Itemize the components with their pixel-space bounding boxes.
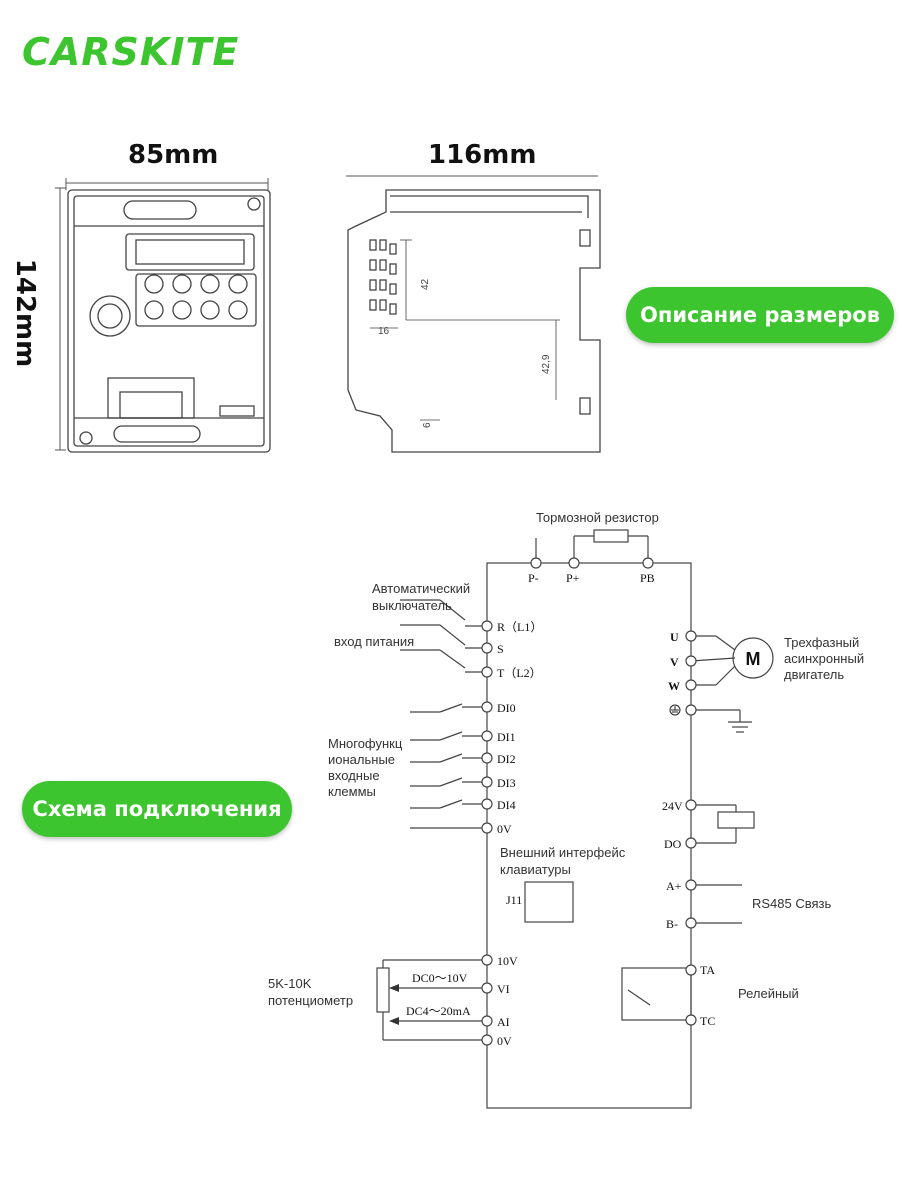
mark-16: 16 [378,326,390,337]
keyboard-port-box [524,881,574,923]
width-dimension: 85mm [128,140,219,170]
terminal-w: W [668,679,680,693]
terminal-vi: VI [497,982,510,996]
terminal-di0: DI0 [497,701,516,715]
rs485-label: RS485 Связь [752,896,832,911]
terminal-0v-analog: 0V [497,1034,512,1048]
mark-42: 42 [420,278,431,290]
terminal-di1: DI1 [497,730,516,744]
terminal-0v-digital: 0V [497,822,512,836]
multifunction-label-1: Многофункц [328,736,403,751]
brand-logo-text: CARSKITE [22,30,240,74]
wiring-diagram-pill: Схема подключения [22,781,292,837]
terminal-s: S [497,642,504,656]
terminal-di3: DI3 [497,776,516,790]
side-view-drawing [347,189,601,453]
terminal-di4: DI4 [497,798,516,812]
motor-symbol-label: M [746,649,761,669]
potentiometer-label-2: потенциометр [268,993,353,1008]
terminal-ta: TA [700,963,715,977]
terminal-t-l2: T（L2） [497,666,542,680]
keyboard-port-label: J11 [506,893,522,907]
terminal-ai: AI [497,1015,510,1029]
size-description-pill: Описание размеров [626,287,894,343]
power-input-label: вход питания [334,634,414,649]
terminal-24v: 24V [662,799,683,813]
keyboard-interface-line2: клавиатуры [500,862,571,877]
motor-label-1: Трехфазный [784,635,859,650]
brake-resistor-label: Тормозной резистор [536,510,659,525]
potentiometer-symbol [376,967,390,1013]
motor-symbol-circle [732,637,774,679]
current-range-label: DC4～20mA [406,1004,471,1018]
multifunction-label-4: клеммы [328,784,376,799]
dimension-drawings: 42 16 42,9 6 [55,175,601,453]
brake-resistor-symbol [593,529,629,543]
front-view-drawing [67,189,271,453]
depth-dimension: 116mm [428,140,537,170]
terminal-do: DO [664,837,682,851]
terminal-v: V [670,655,679,669]
multifunction-label-2: иональные [328,752,395,767]
relay-coil-symbol [717,811,755,829]
breaker-label-line1: Автоматический [372,581,470,596]
side-view-marks: 42 16 42,9 6 [378,278,552,428]
voltage-range-label: DC0～10V [412,971,468,985]
terminal-p-plus: P+ [566,571,580,585]
terminal-di2: DI2 [497,752,516,766]
inverter-body [486,562,692,1109]
terminal-a-plus: A+ [666,879,682,893]
terminal-r-l1: R（L1） [497,620,542,634]
terminal-b-minus: B- [666,917,678,931]
terminal-tc: TC [700,1014,715,1028]
width-dimension-line [65,178,269,190]
relay-label: Релейный [738,986,799,1001]
multifunction-label-3: входные [328,768,380,783]
motor-label-2: асинхронный [784,651,864,666]
mark-6: 6 [422,422,433,428]
motor-label-3: двигатель [784,667,844,682]
terminal-pb: PB [640,571,655,585]
mark-42-9: 42,9 [541,354,552,374]
wiring-diagram: Тормозной резистор P- P+ PB Автоматическ… [268,510,864,1109]
potentiometer-label-1: 5K-10K [268,976,312,991]
ground-icon [669,704,681,716]
keyboard-interface-line1: Внешний интерфейс [500,845,626,860]
brand-logo: CARSKITE [22,30,239,74]
terminal-u: U [670,630,679,644]
height-dimension-line [55,187,66,451]
terminal-p-minus: P- [528,571,539,585]
breaker-label-line2: выключатель [372,598,452,613]
terminal-10v: 10V [497,954,518,968]
